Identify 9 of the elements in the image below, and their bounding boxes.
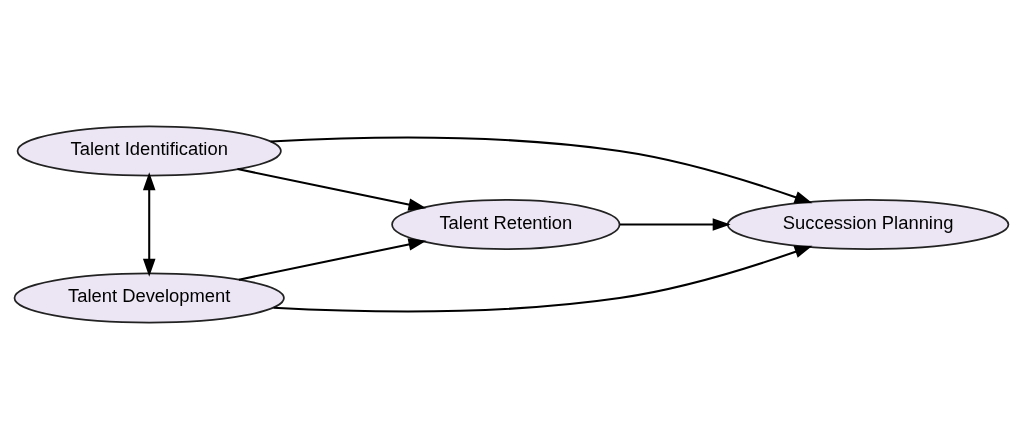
node-ellipse: Talent Identification bbox=[16, 125, 282, 176]
arrow bbox=[142, 171, 155, 277]
arrow bbox=[236, 167, 426, 211]
node-ellipse: Talent Development bbox=[13, 272, 285, 324]
arrow bbox=[238, 237, 426, 281]
arrow bbox=[619, 217, 731, 231]
node-ellipse: Succession Planning bbox=[726, 198, 1009, 250]
arrow bbox=[270, 136, 812, 203]
arrow bbox=[273, 245, 812, 312]
